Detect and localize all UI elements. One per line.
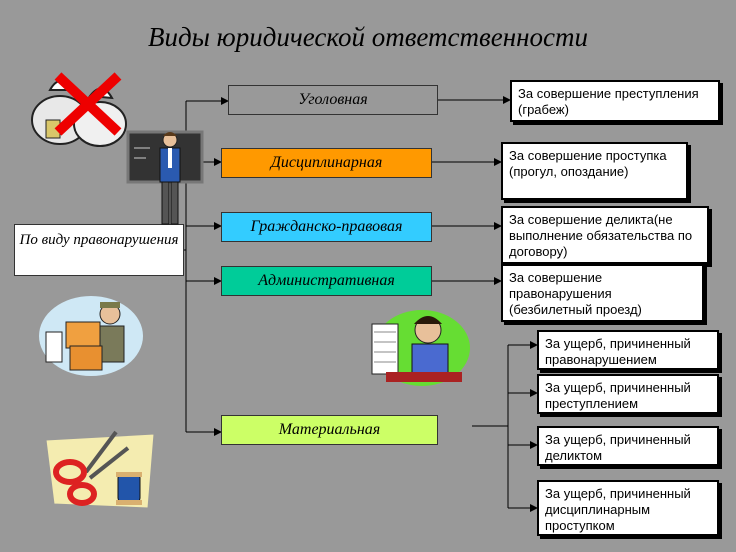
material-item: За ущерб, причиненный правонарушением <box>537 330 719 370</box>
money-bags-crossed-icon <box>31 72 127 147</box>
scissors-and-thread-icon <box>45 430 155 509</box>
type-material: Материальная <box>221 415 438 445</box>
material-item: За ущерб, причиненный дисциплинарным про… <box>537 480 719 536</box>
courier-with-boxes-icon <box>39 296 143 376</box>
desc-criminal: За совершение преступления (грабеж) <box>510 80 720 122</box>
desc-civil: За совершение деликта(не выполнение обяз… <box>501 206 709 264</box>
desc-administrative: За совершение правонарушения (безбилетны… <box>501 264 704 322</box>
material-item: За ущерб, причиненный деликтом <box>537 426 719 466</box>
teacher-at-blackboard-icon <box>126 130 204 225</box>
source-box: По виду правонарушения <box>14 224 184 276</box>
type-civil: Гражданско-правовая <box>221 212 432 242</box>
man-with-papers-icon <box>371 310 470 386</box>
type-administrative: Административная <box>221 266 432 296</box>
page-title: Виды юридической ответственности <box>147 22 589 52</box>
type-disciplinary: Дисциплинарная <box>221 148 432 178</box>
type-criminal: Уголовная <box>228 85 438 115</box>
desc-disciplinary: За совершение проступка (прогул, опоздан… <box>501 142 688 200</box>
material-item: За ущерб, причиненный преступлением <box>537 374 719 414</box>
